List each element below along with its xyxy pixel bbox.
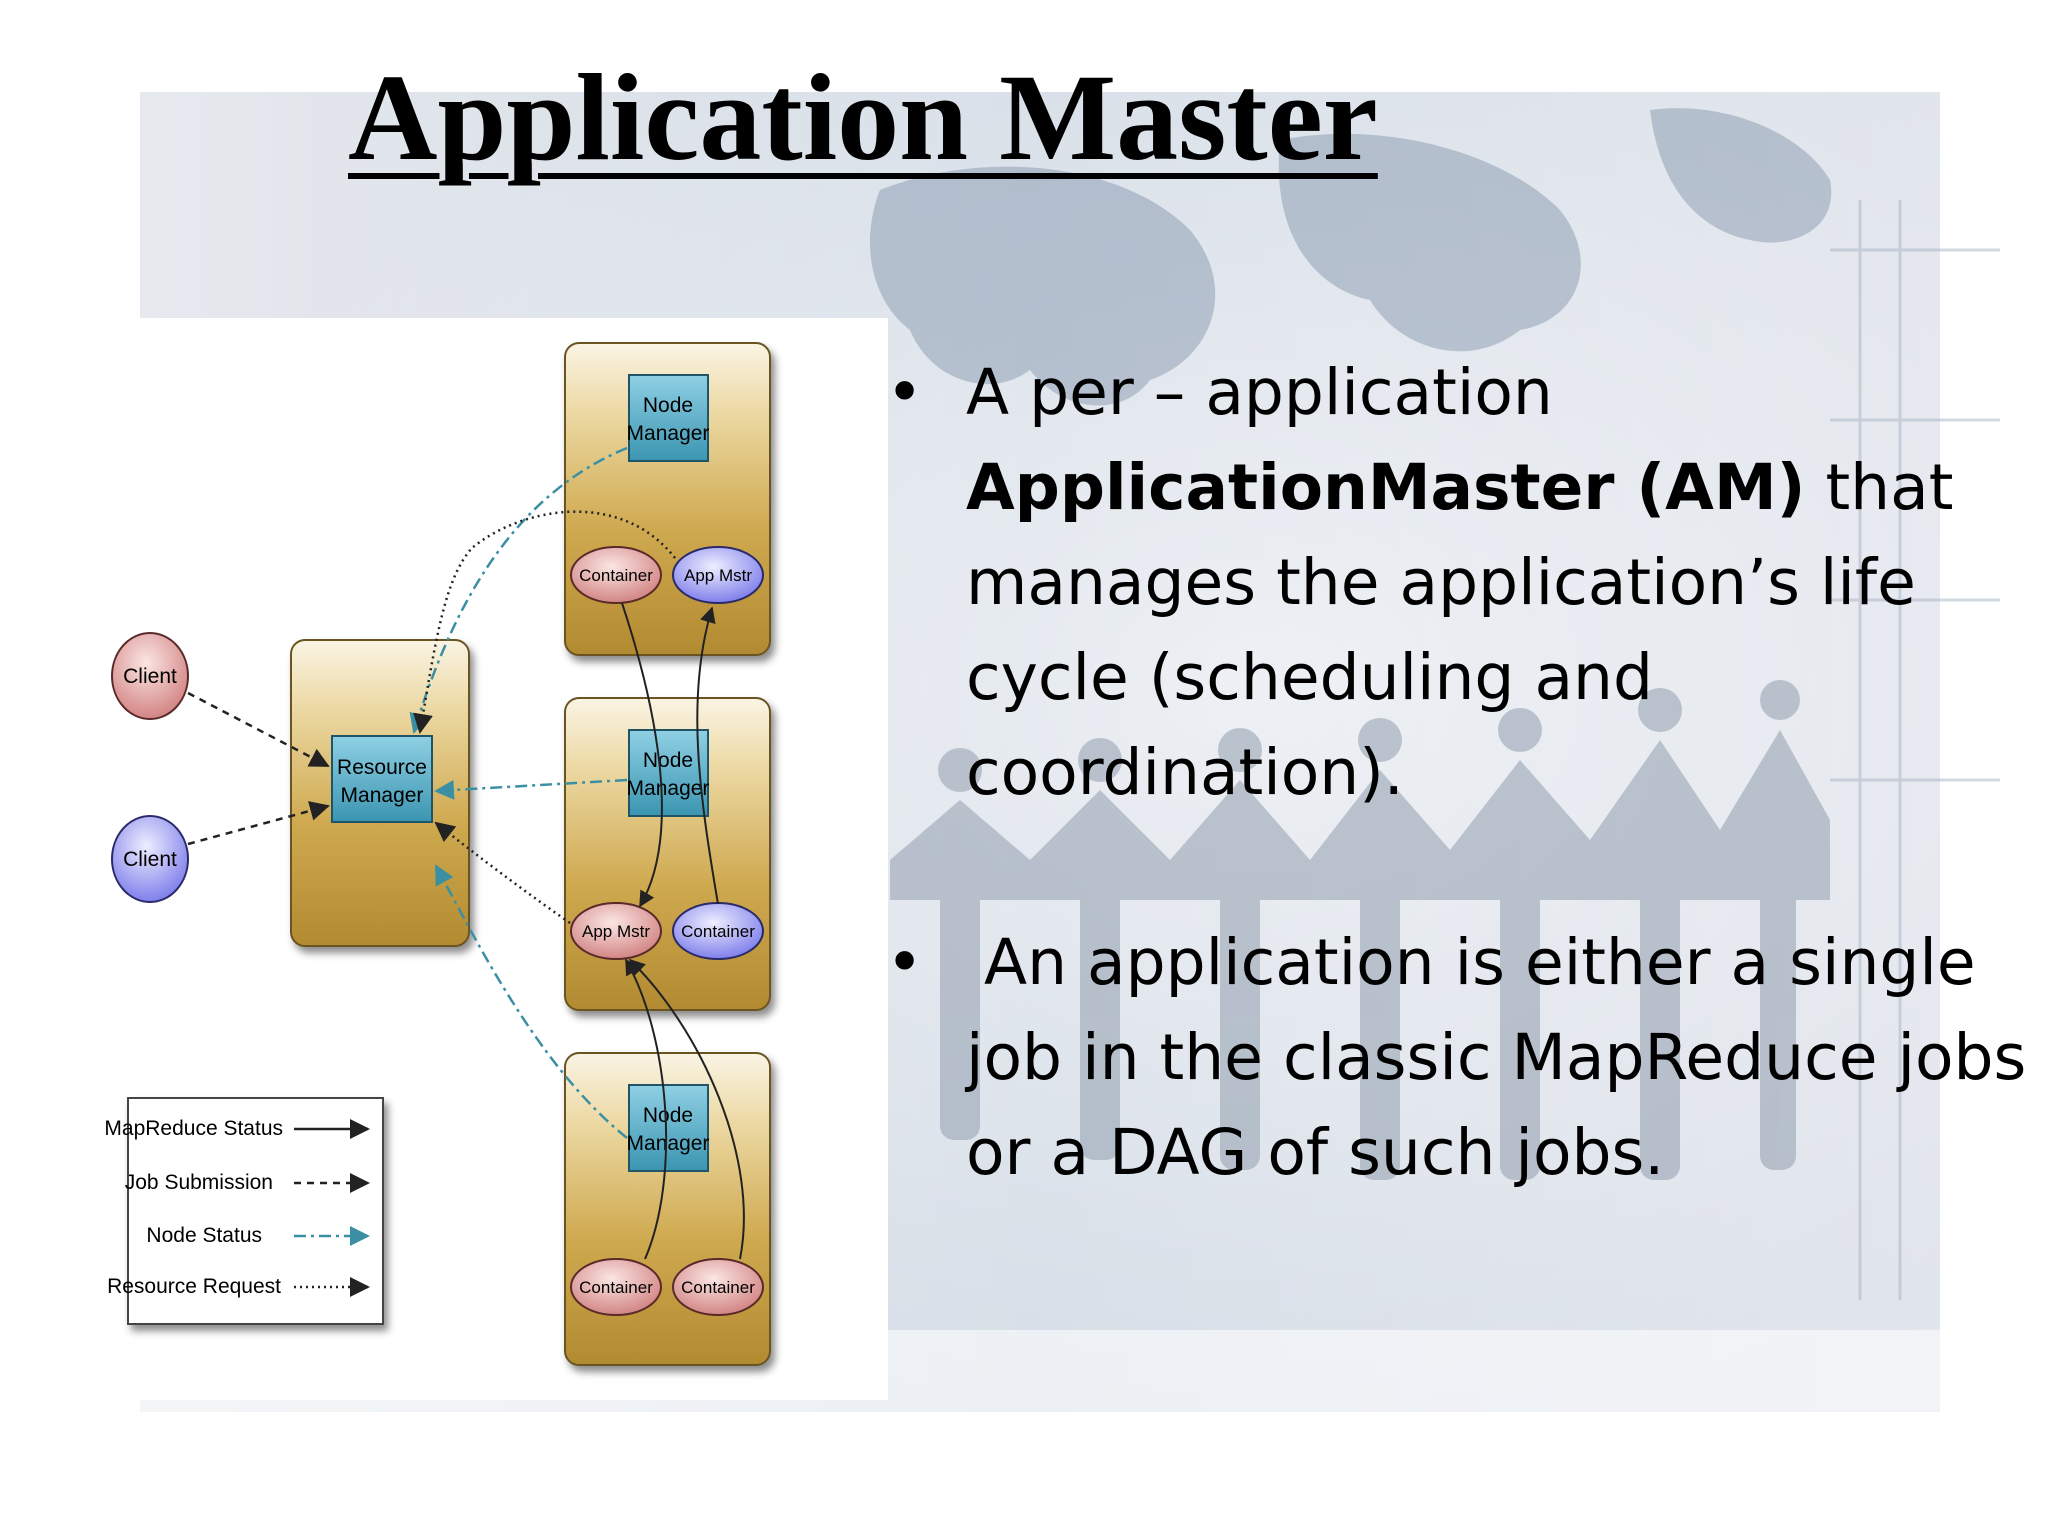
node-3-container-right-label: Container (681, 1278, 755, 1297)
globe-silhouette (870, 108, 1832, 406)
bullet-1-text-bold: ApplicationMaster (AM) (966, 451, 1806, 524)
client-1 (111, 632, 189, 720)
node-manager-3-label-line2: Manager (627, 1132, 710, 1155)
node-2-app-master (570, 902, 662, 960)
people-chain-silhouette (890, 680, 1830, 1180)
resource-manager (331, 735, 433, 823)
bullet-item-2: • An application is either a single job … (880, 915, 2040, 1200)
yarn-architecture-diagram: Node Manager Node Manager Node Manager R… (100, 318, 888, 1400)
legend-label-resource-request: Resource Request (107, 1275, 281, 1298)
node-3-container-left-label: Container (579, 1278, 653, 1297)
bullet-2-text: An application is either a single job in… (966, 926, 2027, 1189)
node-manager-1-label-line2: Manager (627, 422, 710, 445)
node-manager-3-label-line1: Node (643, 1104, 693, 1127)
node-2-app-master-label: App Mstr (582, 922, 650, 941)
node-2-container-label: Container (681, 922, 755, 941)
node-manager-1-label-line1: Node (643, 394, 693, 417)
bullet-1-text-pre: A per – application (966, 356, 1553, 429)
slide-title: Application Master (348, 49, 1378, 186)
node-1-app-master (672, 546, 764, 604)
node-manager-2 (628, 729, 709, 817)
bullet-1-text-post: that manages the application’s life cycl… (966, 451, 1954, 809)
node-1-container-label: Container (579, 566, 653, 585)
node-manager-2-label-line1: Node (643, 749, 693, 772)
arrow-mapreduce-status-1 (621, 602, 663, 908)
arrow-resource-request-2 (434, 821, 571, 925)
node-1-container (570, 546, 662, 604)
arrow-node-status-1 (409, 446, 628, 734)
bullet-marker-1: • (886, 356, 924, 429)
arrow-job-submission-1 (187, 691, 330, 768)
arrow-node-status-2 (434, 778, 628, 800)
resource-manager-label-line2: Manager (341, 784, 424, 807)
arrow-node-status-3 (434, 864, 628, 1139)
node-3-container-right (672, 1258, 764, 1316)
arrow-resource-request-1 (413, 510, 676, 734)
client-1-label: Client (123, 665, 177, 688)
bullet-list: • A per – application ApplicationMaster … (880, 345, 2040, 1200)
node-manager-3 (628, 1084, 709, 1172)
node-3-container-left (570, 1258, 662, 1316)
grid-lines (1830, 200, 2000, 1300)
legend-label-mapreduce-status: MapReduce Status (104, 1117, 283, 1140)
arrow-job-submission-2 (187, 801, 330, 846)
bullet-item-1: • A per – application ApplicationMaster … (880, 345, 2040, 820)
resource-manager-label-line1: Resource (337, 756, 427, 779)
node-manager-2-label-line2: Manager (627, 777, 710, 800)
arrow-mapreduce-status-3 (625, 958, 668, 1260)
bullet-marker-2: • (886, 926, 924, 999)
client-2-label: Client (123, 848, 177, 871)
legend-label-job-submission: Job Submission (125, 1171, 273, 1194)
arrow-mapreduce-status-2 (696, 606, 719, 905)
node-manager-1 (628, 374, 709, 462)
node-1-app-master-label: App Mstr (684, 566, 752, 585)
legend: MapReduce Status Job Submission Node Sta… (104, 1097, 384, 1325)
arrow-mapreduce-status-4 (628, 958, 745, 1260)
legend-label-node-status: Node Status (146, 1224, 262, 1247)
client-2 (111, 815, 189, 903)
